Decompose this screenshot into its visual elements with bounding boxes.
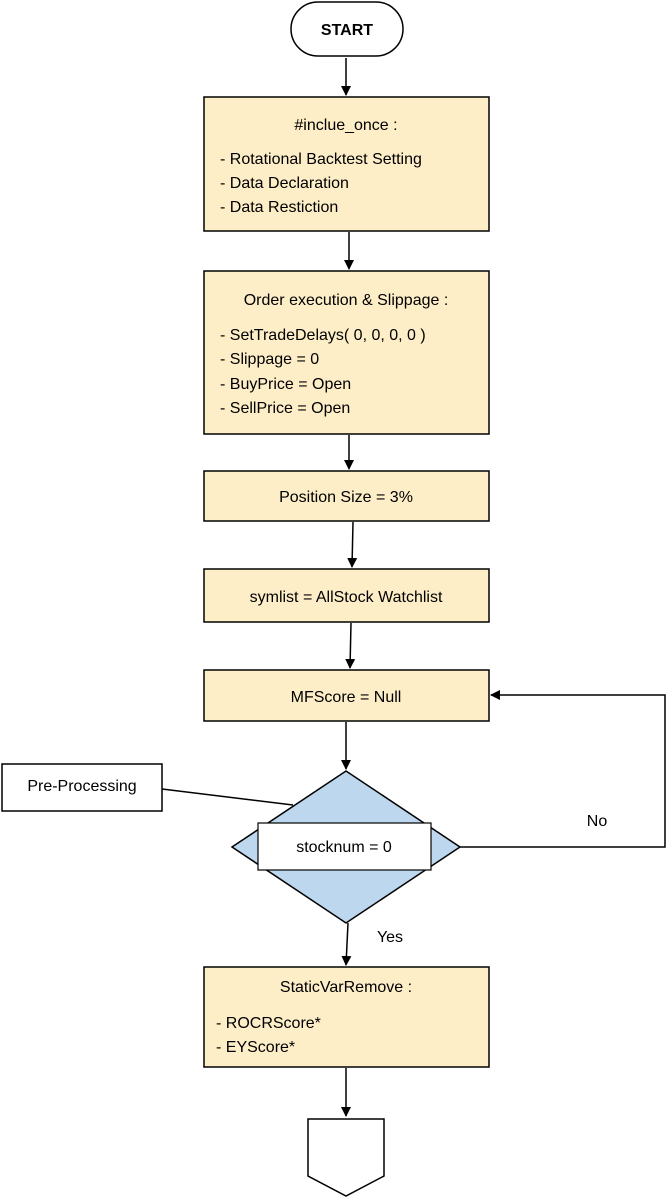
staticvar-item: - EYScore*	[216, 1039, 295, 1056]
decision-diamond: stocknum = 0	[230, 770, 462, 924]
decision-label-box	[257, 822, 432, 871]
preprocessing-note: Pre-Processing	[1, 763, 163, 812]
symlist-box: symlist = AllStock Watchlist	[203, 568, 490, 623]
order-execution-box: Order execution & Slippage : - SetTradeD…	[203, 270, 490, 435]
include-item: - Data Restiction	[220, 199, 338, 216]
no-label: No	[587, 813, 608, 830]
no-loop-connector	[460, 690, 666, 848]
staticvar-item: - ROCRScore*	[216, 1015, 321, 1032]
staticvar-remove-box: StaticVarRemove : - ROCRScore* - EYScore…	[203, 966, 490, 1068]
start-label: START	[321, 22, 373, 39]
mfscore-box: MFScore = Null	[203, 669, 490, 722]
order-item: - Slippage = 0	[220, 351, 319, 368]
symlist-label: symlist = AllStock Watchlist	[250, 589, 443, 606]
decision-label: stocknum = 0	[296, 839, 392, 856]
preprocessing-connector	[161, 788, 294, 806]
order-item: - BuyPrice = Open	[220, 376, 351, 393]
include-once-box: #inclue_once : - Rotational Backtest Set…	[203, 96, 490, 232]
position-size-label: Position Size = 3%	[279, 489, 413, 506]
arrow-position-to-symlist	[347, 521, 358, 568]
order-item: - SellPrice = Open	[220, 400, 350, 417]
yes-label: Yes	[377, 929, 403, 946]
include-item: - Rotational Backtest Setting	[220, 151, 422, 168]
arrow-symlist-to-mfscore	[345, 622, 356, 669]
start-terminator: START	[290, 1, 404, 57]
order-execution-title: Order execution & Slippage :	[244, 292, 449, 309]
off-page-connector	[307, 1118, 385, 1197]
order-item: - SetTradeDelays( 0, 0, 0, 0 )	[220, 327, 426, 344]
include-item: - Data Declaration	[220, 175, 349, 192]
preprocessing-label: Pre-Processing	[27, 778, 136, 795]
arrow-decision-to-staticvar	[341, 922, 352, 966]
position-size-box: Position Size = 3%	[203, 470, 490, 522]
staticvar-title: StaticVarRemove :	[280, 979, 412, 996]
mfscore-label: MFScore = Null	[291, 689, 402, 706]
include-once-title: #inclue_once :	[294, 117, 397, 134]
